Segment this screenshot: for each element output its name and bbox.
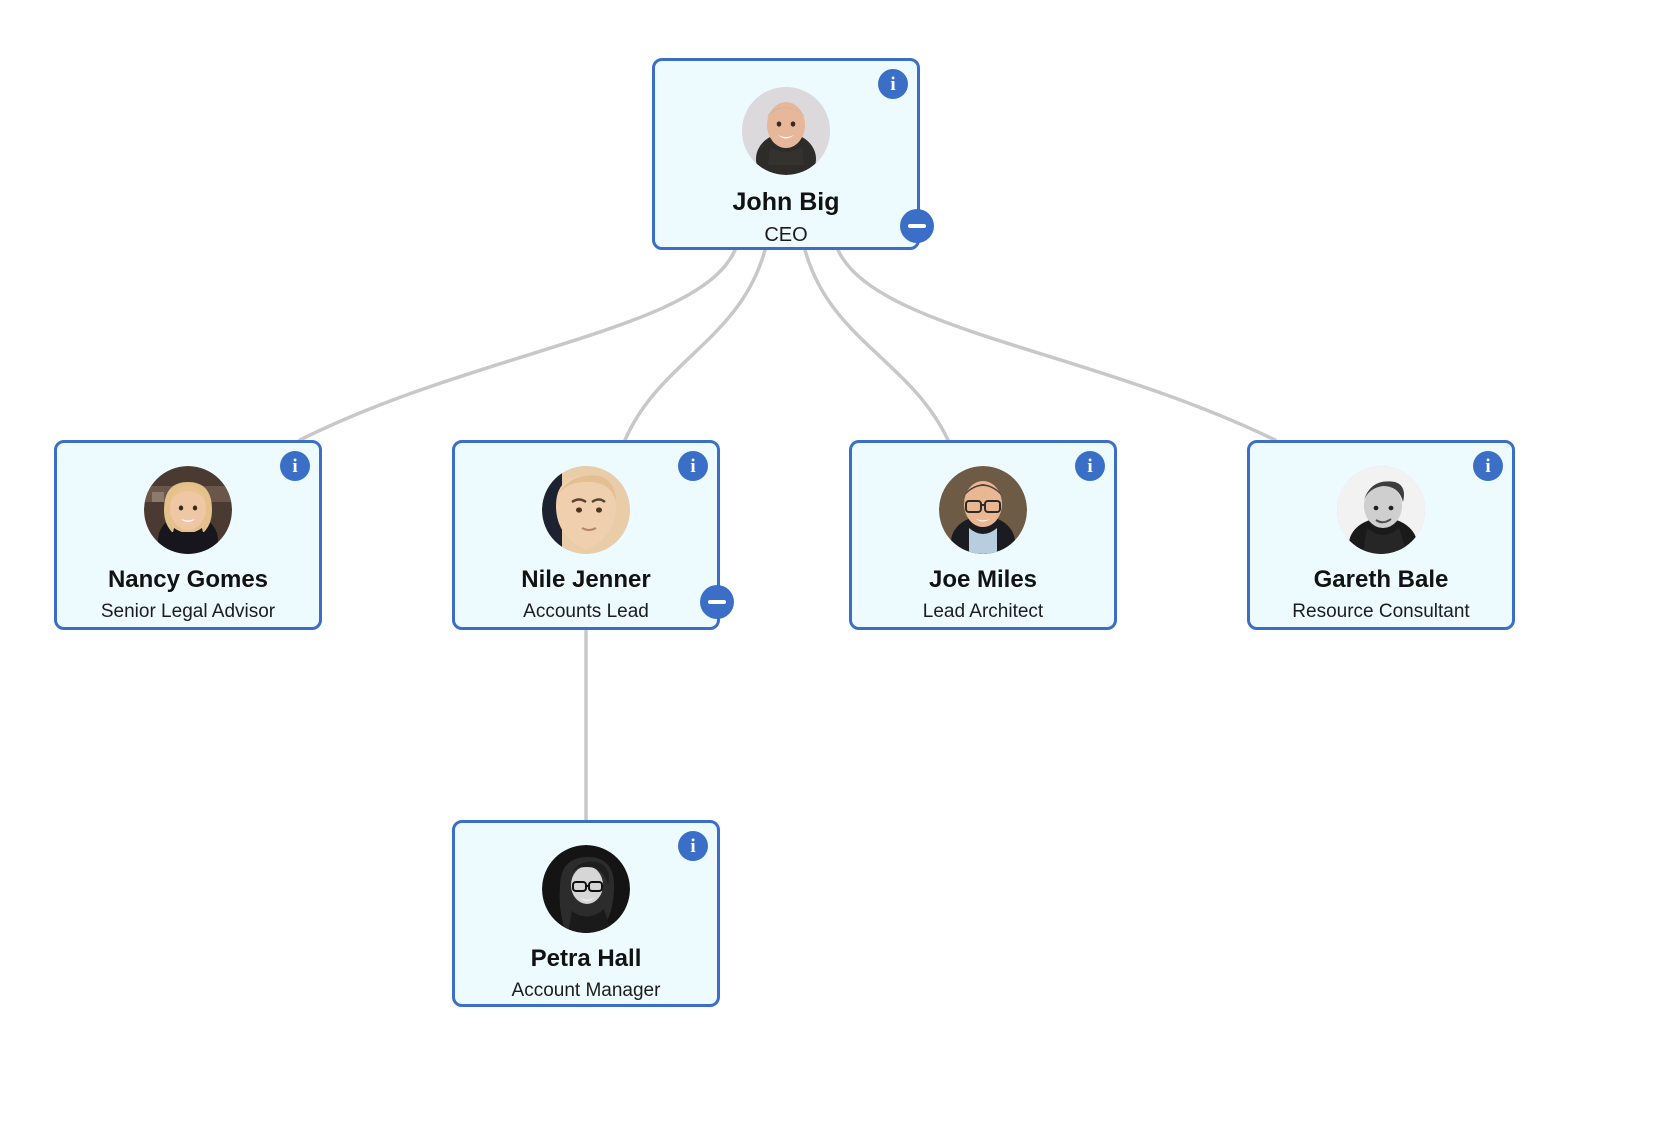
connector-root-to-joe xyxy=(803,248,950,442)
minus-circle-icon[interactable] xyxy=(900,209,934,243)
node-name: Joe Miles xyxy=(928,566,1038,593)
connector-root-to-nile xyxy=(623,248,767,442)
avatar-nile-jenner xyxy=(542,466,630,554)
minus-bar xyxy=(708,600,726,604)
node-name: Nancy Gomes xyxy=(107,566,269,593)
node-name: Gareth Bale xyxy=(1313,566,1449,593)
org-node-nancy-gomes[interactable]: Nancy Gomes Senior Legal Advisor i xyxy=(54,440,322,630)
avatar-nancy-gomes xyxy=(144,466,232,554)
info-icon[interactable]: i xyxy=(1473,451,1503,481)
info-icon[interactable]: i xyxy=(678,831,708,861)
node-title: CEO xyxy=(764,223,808,246)
node-name: Petra Hall xyxy=(530,945,642,972)
org-node-petra-hall[interactable]: Petra Hall Account Manager i xyxy=(452,820,720,1007)
avatar-joe-miles xyxy=(939,466,1027,554)
minus-circle-icon[interactable] xyxy=(700,585,734,619)
node-title: Account Manager xyxy=(511,979,661,1001)
node-title: Senior Legal Advisor xyxy=(100,600,276,622)
avatar-petra-hall xyxy=(542,845,630,933)
info-icon[interactable]: i xyxy=(280,451,310,481)
connector-root-to-nancy xyxy=(298,248,737,442)
minus-bar xyxy=(908,224,926,228)
node-title: Resource Consultant xyxy=(1292,600,1470,622)
org-node-nile-jenner[interactable]: Nile Jenner Accounts Lead i xyxy=(452,440,734,630)
org-node-joe-miles[interactable]: Joe Miles Lead Architect i xyxy=(849,440,1117,630)
info-icon[interactable]: i xyxy=(1075,451,1105,481)
info-icon[interactable]: i xyxy=(678,451,708,481)
connector-root-to-gareth xyxy=(836,248,1277,442)
node-name: John Big xyxy=(732,188,840,216)
info-icon[interactable]: i xyxy=(878,69,908,99)
org-node-gareth-bale[interactable]: Gareth Bale Resource Consultant i xyxy=(1247,440,1515,630)
node-title: Lead Architect xyxy=(922,600,1044,622)
node-title: Accounts Lead xyxy=(523,600,649,622)
avatar-gareth-bale xyxy=(1337,466,1425,554)
avatar-john-big xyxy=(742,87,830,175)
node-name: Nile Jenner xyxy=(521,566,651,593)
org-node-john-big[interactable]: John Big CEO i xyxy=(652,58,934,250)
